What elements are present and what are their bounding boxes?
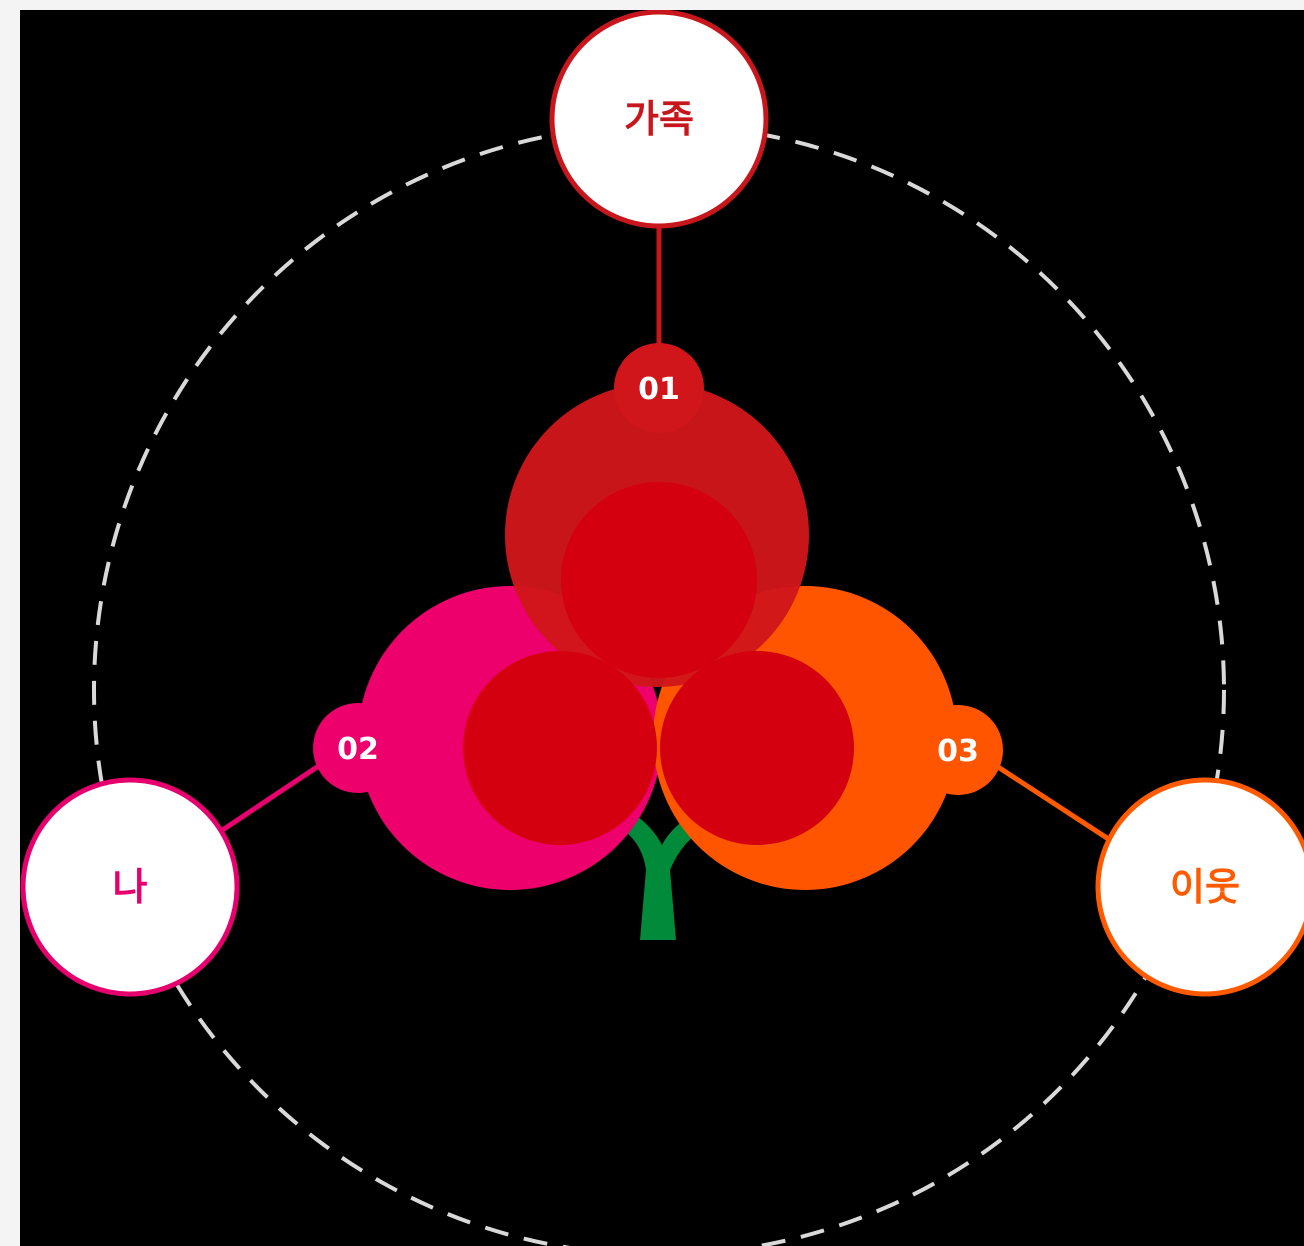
connector-me: [213, 762, 322, 838]
flower-stem: [616, 808, 710, 940]
relationship-diagram: 01 02 03 가족 나 이웃: [20, 10, 1304, 1246]
node-me-label: 나: [113, 865, 148, 909]
badge-me: 02: [313, 703, 403, 793]
diagram-canvas: 01 02 03 가족 나 이웃: [20, 10, 1304, 1246]
badge-family: 01: [614, 343, 704, 433]
node-neighbor: 이웃: [1095, 777, 1304, 997]
badge-family-number: 01: [638, 372, 680, 407]
node-family-label: 가족: [624, 97, 694, 141]
badge-neighbor: 03: [913, 705, 1003, 795]
inner-circle-family: [561, 482, 757, 678]
inner-circle-neighbor: [660, 651, 854, 845]
node-me: 나: [20, 777, 240, 997]
connector-neighbor: [993, 762, 1112, 843]
node-family: 가족: [549, 10, 769, 229]
node-neighbor-label: 이웃: [1170, 865, 1240, 909]
badge-neighbor-number: 03: [937, 734, 979, 769]
inner-circle-me: [463, 651, 657, 845]
badge-me-number: 02: [337, 732, 379, 767]
